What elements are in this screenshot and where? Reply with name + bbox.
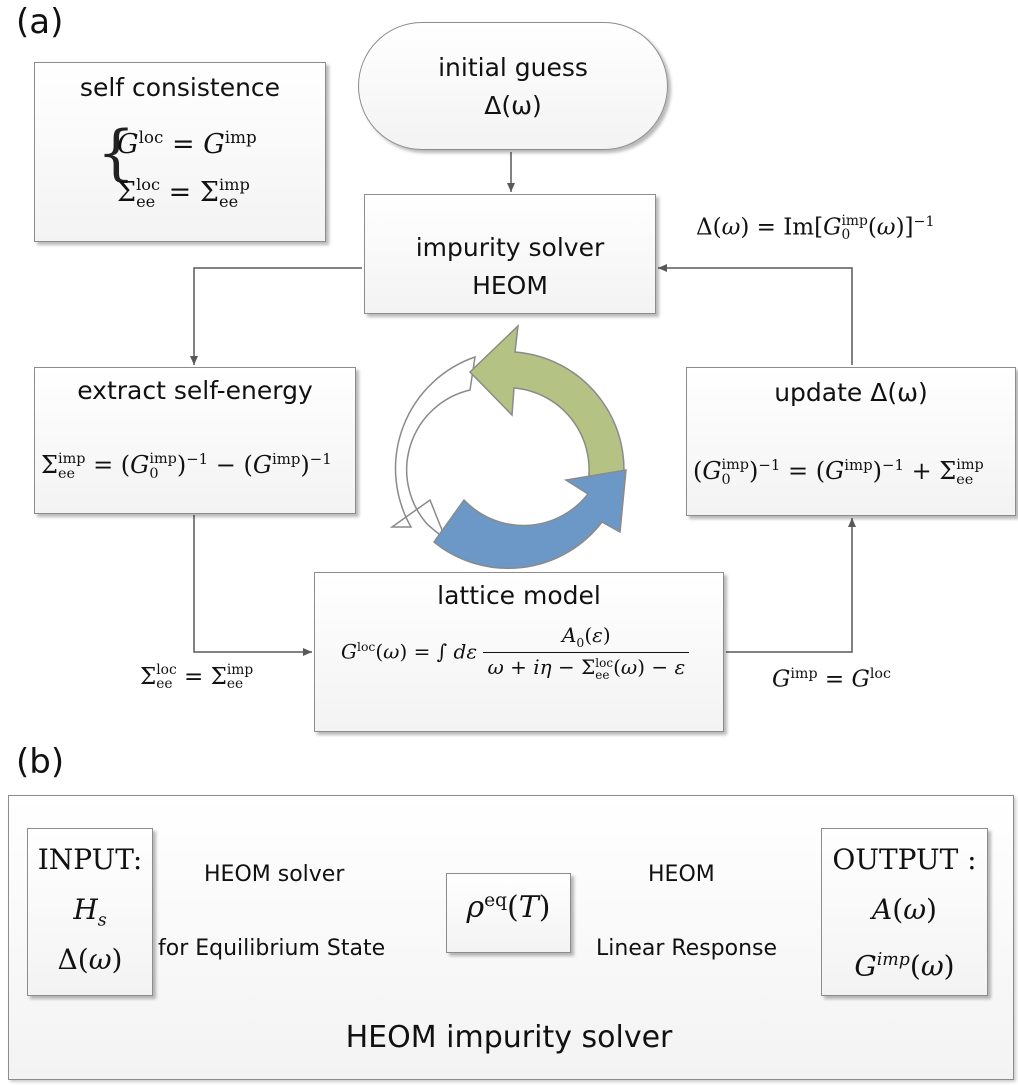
arrow-extract-to-lattice — [193, 515, 312, 656]
update-delta-title: update Δ(ω) — [774, 378, 928, 407]
panel-a-label: (a) — [16, 2, 64, 42]
heom-label: HEOM — [648, 862, 715, 887]
extract-self-energy-title: extract self-energy — [77, 376, 313, 405]
self-consistence-title: self consistence — [79, 73, 281, 102]
brace-glyph: { — [97, 118, 136, 188]
output-g-imp: Gimp(ω) — [854, 949, 955, 983]
eq-g-loc-g-imp: Gloc = Gimp — [117, 127, 257, 160]
impurity-solver-title: impurity solver — [415, 233, 605, 262]
rho-eq-box: ρeq(T) — [446, 873, 571, 953]
cycle-arrow-white — [389, 355, 476, 541]
output-a-omega: A(ω) — [872, 893, 937, 926]
equilibrium-state-label: for Equilibrium State — [158, 936, 386, 961]
panel-b-label: (b) — [16, 742, 65, 782]
impurity-solver-box: impurity solver HEOM — [364, 194, 656, 314]
cycle-arrows-icon — [389, 324, 627, 570]
initial-guess-title: initial guess — [438, 53, 588, 82]
output-title: OUTPUT : — [832, 843, 977, 876]
arrow-lattice-to-update — [726, 518, 856, 653]
cycle-arrow-blue — [432, 469, 627, 570]
lattice-model-title: lattice model — [437, 581, 601, 610]
arrow-update-to-impurity — [658, 264, 853, 365]
impurity-solver-heom: HEOM — [472, 271, 548, 300]
initial-guess-box: initial guess Δ(ω) — [358, 22, 668, 150]
heom-solver-label: HEOM solver — [204, 862, 345, 887]
input-box: INPUT: Hs Δ(ω) — [27, 828, 153, 996]
linear-response-label: Linear Response — [596, 936, 778, 961]
arrow-impurity-to-extract — [190, 267, 362, 365]
heom-impurity-solver-caption: HEOM impurity solver — [345, 1020, 673, 1055]
output-box: OUTPUT : A(ω) Gimp(ω) — [821, 828, 988, 996]
cycle-arrow-green — [468, 324, 625, 501]
input-delta: Δ(ω) — [57, 943, 123, 976]
lattice-model-box: lattice model Gloc(ω) = ∫ dε A0(ε) ω + i… — [314, 572, 724, 732]
label-g-imp-eq-loc: Gimp = Gloc — [772, 666, 891, 693]
input-hs: Hs — [73, 893, 107, 931]
initial-guess-delta: Δ(ω) — [484, 91, 542, 120]
rho-eq-symbol: ρeq(T) — [466, 890, 551, 925]
input-title: INPUT: — [37, 843, 143, 876]
